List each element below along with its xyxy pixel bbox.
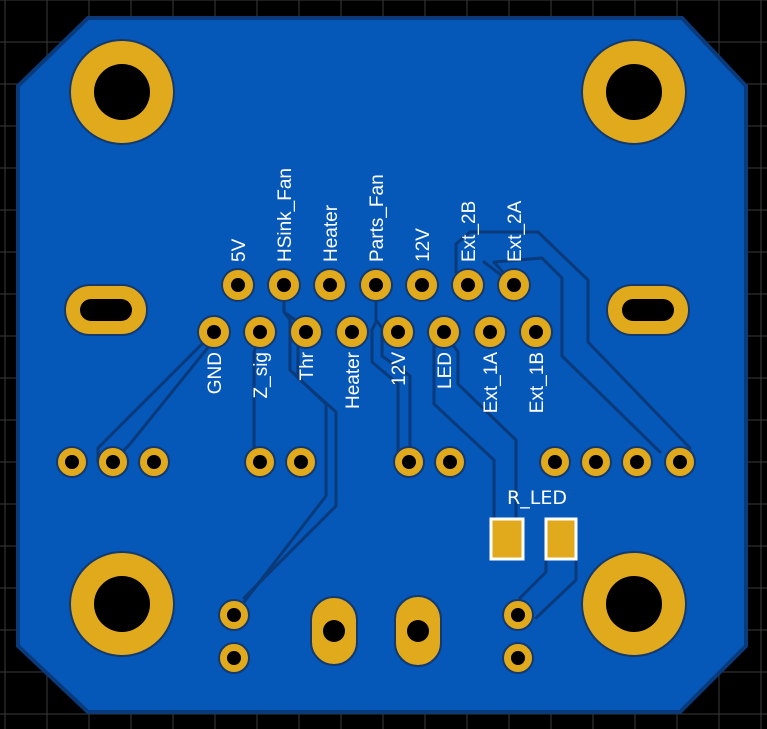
drill-hole: [391, 325, 405, 339]
silkscreen-bottom-labels: GND Z_sig Thr Heater 12V LED Ext_1A Ext_1B: [205, 351, 548, 413]
pin-label: Ext_1A: [481, 352, 502, 414]
pin-label: 12V: [389, 352, 410, 386]
drill-hole: [345, 325, 359, 339]
pin-label: Ext_1B: [527, 352, 548, 413]
slot-drill: [80, 299, 132, 321]
drill-hole: [443, 455, 457, 469]
pin-label: LED: [435, 352, 456, 389]
drill-hole: [207, 325, 221, 339]
drill-hole: [231, 278, 245, 292]
drill-hole: [630, 455, 644, 469]
smd-pad: [489, 517, 525, 561]
connector-row: [56, 446, 696, 478]
pin-label: GND: [205, 352, 226, 394]
drill-hole: [402, 455, 416, 469]
drill-hole: [323, 278, 337, 292]
pin-label: Z_sig: [251, 352, 272, 398]
copper-traces: [96, 230, 692, 620]
drill-hole: [277, 278, 291, 292]
small-pads: [218, 599, 534, 674]
drill-hole: [227, 608, 241, 622]
trace: [534, 557, 578, 620]
drill-hole: [94, 576, 150, 632]
smd-resistor: [489, 517, 578, 561]
trace: [374, 283, 412, 464]
slot-drill: [622, 299, 674, 321]
header-bottom-row: [197, 315, 553, 349]
drill-hole: [227, 651, 241, 665]
pin-label: Ext_2A: [505, 200, 526, 262]
pin-label: HSink_Fan: [275, 168, 296, 262]
oval-pads: [310, 595, 442, 667]
r-led-ref-label: R_LED: [507, 487, 567, 509]
drill-hole: [253, 325, 267, 339]
drill-hole: [606, 576, 662, 632]
pin-label: 12V: [413, 228, 434, 262]
drill-hole: [407, 620, 429, 642]
drill-hole: [529, 325, 543, 339]
header-top-row: [221, 268, 531, 302]
trace: [492, 256, 662, 454]
drill-hole: [437, 325, 451, 339]
drill-hole: [369, 278, 383, 292]
trace: [454, 230, 692, 464]
mounting-holes: [69, 39, 687, 657]
trace: [242, 283, 338, 600]
drill-hole: [94, 64, 150, 120]
drill-hole: [253, 455, 267, 469]
drill-hole: [606, 64, 662, 120]
pin-label: Parts_Fan: [367, 174, 388, 262]
drill-hole: [589, 455, 603, 469]
pin-label: Ext_2B: [459, 201, 480, 262]
slot-pads: [64, 284, 690, 336]
drill-hole: [415, 278, 429, 292]
drill-hole: [507, 278, 521, 292]
drill-hole: [511, 608, 525, 622]
drill-hole: [65, 455, 79, 469]
drill-hole: [673, 455, 687, 469]
drill-hole: [548, 455, 562, 469]
drill-hole: [461, 278, 475, 292]
drill-hole: [483, 325, 497, 339]
pin-label: Heater: [343, 351, 364, 409]
drill-hole: [323, 620, 345, 642]
drill-hole: [106, 455, 120, 469]
drill-hole: [147, 455, 161, 469]
pin-label: Heater: [321, 204, 342, 262]
pin-label: 5V: [229, 238, 250, 262]
smd-pad: [544, 517, 578, 561]
silkscreen-top-labels: 5V HSink_Fan Heater Parts_Fan 12V Ext_2B Ext_2…: [229, 168, 526, 262]
drill-hole: [511, 651, 525, 665]
pin-label: Thr: [297, 351, 318, 380]
drill-hole: [299, 325, 313, 339]
drill-hole: [294, 455, 308, 469]
